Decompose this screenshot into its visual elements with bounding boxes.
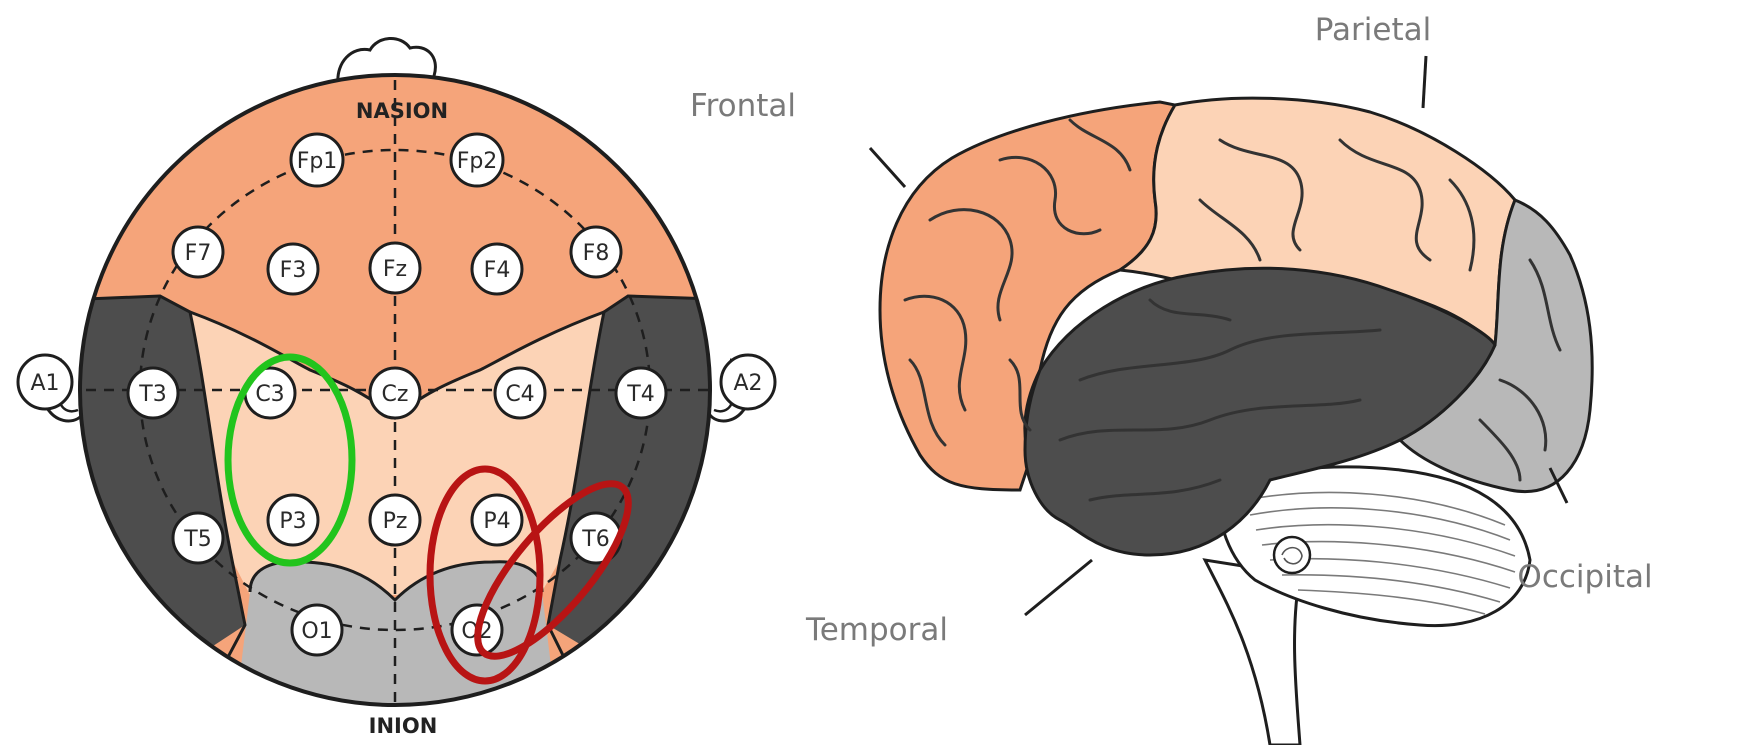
electrode-c4: C4 <box>495 368 545 418</box>
occipital-label: Occipital <box>1517 559 1652 595</box>
electrode-label: F7 <box>185 241 212 266</box>
electrode-label: C3 <box>255 382 284 407</box>
electrode-fp1: Fp1 <box>291 134 343 186</box>
electrode-label: Fp1 <box>297 149 338 174</box>
electrode-fz: Fz <box>370 243 420 293</box>
electrode-fp2: Fp2 <box>451 134 503 186</box>
electrode-p3: P3 <box>268 495 318 545</box>
electrode-label: T3 <box>138 382 166 407</box>
electrode-label: A2 <box>733 371 762 396</box>
electrode-t5: T5 <box>173 513 223 563</box>
electrode-label: C4 <box>505 382 534 407</box>
inion-label: INION <box>369 714 438 738</box>
electrode-t4: T4 <box>616 368 666 418</box>
electrode-f4: F4 <box>472 244 522 294</box>
electrode-label: P4 <box>483 509 510 534</box>
electrode-cz: Cz <box>370 368 420 418</box>
frontal-label: Frontal <box>690 88 796 124</box>
electrode-t3: T3 <box>128 368 178 418</box>
electrode-label: A1 <box>30 371 59 396</box>
electrode-label: T6 <box>581 527 609 552</box>
electrode-o1: O1 <box>292 605 342 655</box>
electrode-label: O1 <box>301 619 332 644</box>
electrode-label: Pz <box>383 509 408 534</box>
electrode-a1: A1 <box>18 355 72 409</box>
temporal-label: Temporal <box>805 612 948 648</box>
electrode-f8: F8 <box>571 227 621 277</box>
electrode-a2: A2 <box>721 355 775 409</box>
electrode-label: T4 <box>626 382 654 407</box>
nasion-label: NASION <box>356 99 448 123</box>
electrode-f3: F3 <box>268 244 318 294</box>
electrode-pz: Pz <box>370 495 420 545</box>
eeg-head-map: Fp1 Fp2 F7 F3 Fz F4 F8 A1 <box>18 38 775 740</box>
electrode-label: Fz <box>383 257 407 282</box>
electrode-label: F3 <box>280 258 307 283</box>
parietal-label: Parietal <box>1315 12 1432 48</box>
electrode-label: F8 <box>583 241 610 266</box>
electrode-label: Fp2 <box>457 149 498 174</box>
electrode-label: P3 <box>279 509 306 534</box>
brain-lateral-view: Frontal Parietal Occipital Temporal <box>690 12 1653 745</box>
electrode-f7: F7 <box>173 227 223 277</box>
electrode-p4: P4 <box>472 495 522 545</box>
electrode-label: T5 <box>183 527 211 552</box>
electrode-label: Cz <box>382 382 409 407</box>
electrode-label: F4 <box>484 258 511 283</box>
